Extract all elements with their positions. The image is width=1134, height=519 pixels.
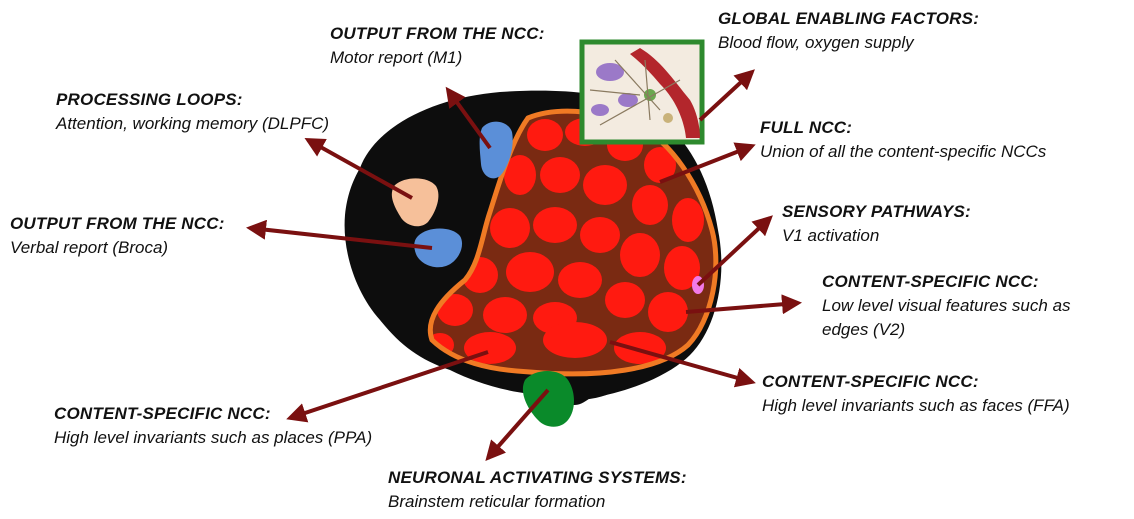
label-loops-heading: PROCESSING LOOPS:: [56, 90, 329, 110]
label-full-detail: Union of all the content-specific NCCs: [760, 142, 1046, 162]
label-low-level-heading: CONTENT-SPECIFIC NCC:: [822, 272, 1071, 292]
label-brainstem: NEURONAL ACTIVATING SYSTEMS: Brainstem r…: [388, 468, 687, 512]
label-output-broca-heading: OUTPUT FROM THE NCC:: [10, 214, 225, 234]
arrow-brainstem: [488, 390, 548, 458]
label-global: GLOBAL ENABLING FACTORS: Blood flow, oxy…: [718, 9, 979, 53]
label-faces-detail: High level invariants such as faces (FFA…: [762, 396, 1070, 416]
label-full: FULL NCC: Union of all the content-speci…: [760, 118, 1046, 162]
label-low-level-detail2: edges (V2): [822, 320, 1071, 340]
label-places-detail: High level invariants such as places (PP…: [54, 428, 372, 448]
arrow-global: [700, 72, 752, 120]
label-faces: CONTENT-SPECIFIC NCC: High level invaria…: [762, 372, 1070, 416]
label-low-level-detail: Low level visual features such as: [822, 296, 1071, 316]
label-output-broca-detail: Verbal report (Broca): [10, 238, 225, 258]
label-places-heading: CONTENT-SPECIFIC NCC:: [54, 404, 372, 424]
label-low-level: CONTENT-SPECIFIC NCC: Low level visual f…: [822, 272, 1071, 340]
label-brainstem-heading: NEURONAL ACTIVATING SYSTEMS:: [388, 468, 687, 488]
label-places: CONTENT-SPECIFIC NCC: High level invaria…: [54, 404, 372, 448]
label-faces-heading: CONTENT-SPECIFIC NCC:: [762, 372, 1070, 392]
neurovascular-inset: [582, 42, 702, 142]
label-output-m1-detail: Motor report (M1): [330, 48, 545, 68]
label-brainstem-detail: Brainstem reticular formation: [388, 492, 687, 512]
label-loops: PROCESSING LOOPS: Attention, working mem…: [56, 90, 329, 134]
brainstem: [523, 371, 574, 427]
label-output-m1-heading: OUTPUT FROM THE NCC:: [330, 24, 545, 44]
label-output-m1: OUTPUT FROM THE NCC: Motor report (M1): [330, 24, 545, 68]
label-sensory-detail: V1 activation: [782, 226, 971, 246]
label-global-detail: Blood flow, oxygen supply: [718, 33, 979, 53]
label-output-broca: OUTPUT FROM THE NCC: Verbal report (Broc…: [10, 214, 225, 258]
label-sensory: SENSORY PATHWAYS: V1 activation: [782, 202, 971, 246]
label-sensory-heading: SENSORY PATHWAYS:: [782, 202, 971, 222]
label-global-heading: GLOBAL ENABLING FACTORS:: [718, 9, 979, 29]
label-full-heading: FULL NCC:: [760, 118, 1046, 138]
label-loops-detail: Attention, working memory (DLPFC): [56, 114, 329, 134]
